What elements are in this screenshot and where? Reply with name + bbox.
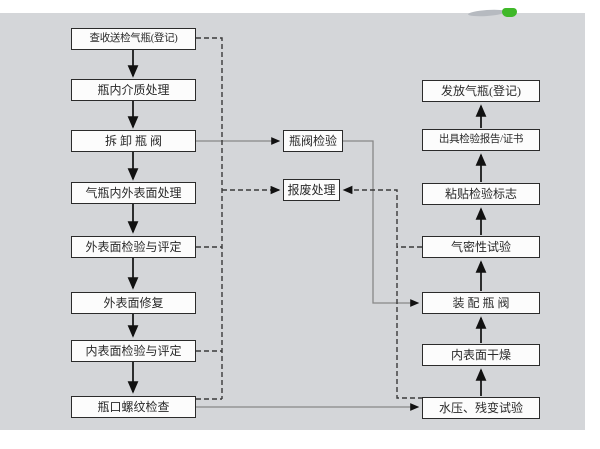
flow-box-scrap-processing: 报废处理 bbox=[283, 179, 340, 201]
solid-cross-connectors bbox=[196, 137, 420, 411]
flow-box-internal-drying: 内表面干燥 bbox=[422, 344, 540, 366]
flow-box-assemble-valve: 装 配 瓶 阀 bbox=[422, 292, 540, 314]
flow-box-paste-mark: 粘贴检验标志 bbox=[422, 183, 540, 205]
flow-box-medium-treatment: 瓶内介质处理 bbox=[71, 79, 196, 101]
flow-box-external-inspection: 外表面检验与评定 bbox=[71, 236, 196, 258]
watermark-green-logo-icon bbox=[502, 8, 517, 17]
dashed-scrap-connectors bbox=[196, 37, 423, 400]
flow-box-remove-valve: 拆 卸 瓶 阀 bbox=[71, 130, 196, 152]
flow-box-internal-inspection: 内表面检验与评定 bbox=[71, 340, 196, 362]
flow-box-hydro-test: 水压、残变试验 bbox=[422, 397, 540, 419]
flow-box-external-repair: 外表面修复 bbox=[71, 292, 196, 314]
flow-box-thread-inspection: 瓶口螺纹检查 bbox=[71, 396, 196, 418]
flow-box-airtight-test: 气密性试验 bbox=[422, 236, 540, 258]
flow-box-issue-cylinders: 发放气瓶(登记) bbox=[422, 80, 540, 102]
flow-box-receive-cylinders: 查收送检气瓶(登记) bbox=[71, 28, 196, 50]
flow-box-issue-report: 出具检验报告/证书 bbox=[422, 129, 540, 151]
flow-box-valve-inspection: 瓶阀检验 bbox=[283, 130, 343, 152]
flow-box-surface-treatment: 气瓶内外表面处理 bbox=[71, 182, 196, 204]
